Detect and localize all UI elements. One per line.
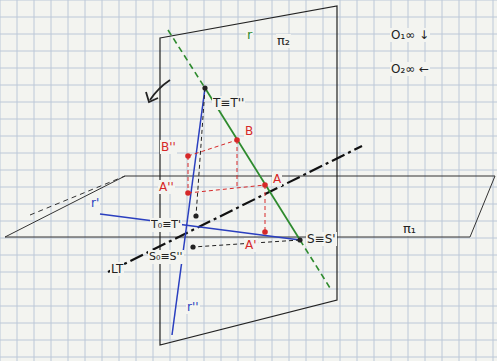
grid-line (0, 0, 497, 1)
grid-line (306, 0, 307, 361)
red-reference (237, 140, 238, 188)
point-label: O₁∞ ↓ (390, 28, 430, 42)
grid-line (17, 0, 18, 361)
grid-line (0, 340, 497, 341)
point-label: O₂∞ ← (390, 62, 430, 76)
point-label: A' (244, 238, 258, 252)
grid-line (0, 102, 497, 103)
point (262, 229, 268, 235)
point (202, 85, 207, 90)
point-label: S₀≡S'' (148, 250, 184, 264)
grid-line (255, 0, 256, 361)
rotation-arrow (150, 80, 170, 100)
grid-line (357, 0, 358, 361)
grid-line (102, 0, 103, 361)
point (185, 190, 191, 196)
point-label: S≡S' (306, 232, 337, 246)
point-label: r' (90, 196, 100, 210)
line-r (205, 88, 300, 240)
grid-line (51, 0, 52, 361)
grid-line (0, 221, 497, 222)
red-reference (188, 185, 265, 193)
grid-line (0, 255, 497, 256)
grid-line (0, 187, 497, 188)
grid-line (238, 0, 239, 361)
rotation-arrow (146, 92, 158, 102)
point (185, 153, 191, 159)
grid-line (442, 0, 443, 361)
projection-r2 (172, 88, 205, 335)
point-label: B (244, 124, 254, 138)
grid-line (0, 272, 497, 273)
grid-line (408, 0, 409, 361)
grid-line (0, 289, 497, 290)
point (234, 137, 240, 143)
grid-line (0, 357, 497, 358)
plane-edge (30, 176, 125, 215)
ground-line (108, 146, 362, 272)
point (262, 182, 268, 188)
grid-line (459, 0, 460, 361)
grid-line (119, 0, 120, 361)
point (193, 213, 198, 218)
grid-line (289, 0, 290, 361)
grid-line (0, 153, 497, 154)
red-reference (188, 156, 189, 193)
point-label: π₂ (276, 34, 291, 48)
line-r (168, 30, 205, 88)
point-label: T≡T'' (212, 96, 245, 110)
grid-line (204, 0, 205, 361)
point-label: B'' (160, 140, 177, 154)
horizontal-plane (5, 176, 495, 237)
projection-r1 (100, 214, 300, 240)
grid-line (0, 17, 497, 18)
point-label: r (246, 28, 253, 42)
grid-line (0, 204, 497, 205)
point-label: r'' (186, 300, 200, 314)
point (190, 244, 195, 249)
grid-line (391, 0, 392, 361)
grid-line (374, 0, 375, 361)
grid-line (0, 170, 497, 171)
grid-line (34, 0, 35, 361)
point-label: π₁ (402, 222, 417, 236)
point-label: LT (110, 262, 124, 276)
point-label: T₀≡T' (150, 218, 182, 232)
line-r (300, 240, 330, 288)
grid-line (85, 0, 86, 361)
point-label: A (272, 172, 282, 186)
grid-line (68, 0, 69, 361)
grid-line (136, 0, 137, 361)
point-label: A'' (158, 180, 175, 194)
reference-line (196, 88, 205, 216)
grid-line (425, 0, 426, 361)
red-reference (265, 185, 266, 232)
grid-line (221, 0, 222, 361)
red-reference (188, 140, 237, 156)
grid-line (153, 0, 154, 361)
grid-line (323, 0, 324, 361)
grid-line (340, 0, 341, 361)
grid-line (476, 0, 477, 361)
grid-line (0, 0, 1, 361)
grid-line (0, 306, 497, 307)
grid-line (0, 51, 497, 52)
vertical-plane (160, 6, 337, 345)
grid-line (0, 85, 497, 86)
grid-line (0, 119, 497, 120)
point (297, 237, 302, 242)
